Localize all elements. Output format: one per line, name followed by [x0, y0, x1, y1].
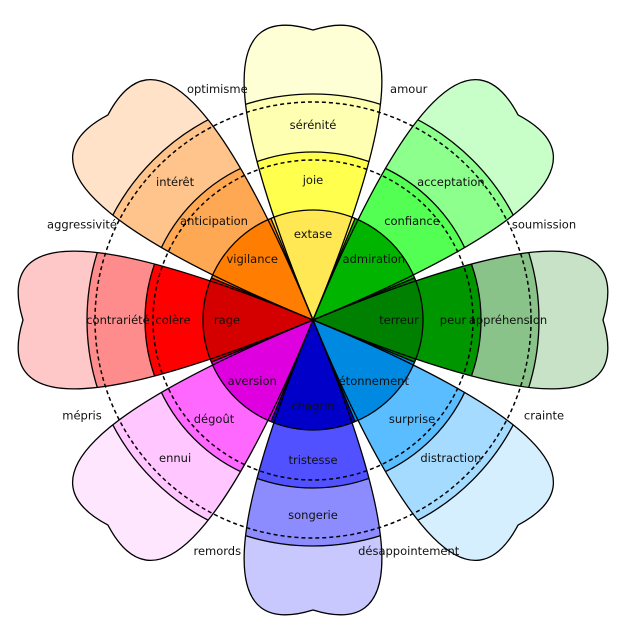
sector-inner	[202, 277, 313, 363]
band-line	[313, 251, 482, 389]
ring-middle	[313, 320, 481, 488]
label-mild: contrariété	[86, 313, 150, 327]
label-intense: vigilance	[226, 252, 277, 266]
label-basic: anticipation	[180, 214, 248, 228]
ring-middle	[145, 320, 313, 488]
petal-outline	[243, 24, 383, 322]
labels: extase joie sérénité admiration confiance acc…	[47, 82, 576, 558]
sector-inner	[270, 320, 356, 430]
label-mild: acceptation	[417, 175, 485, 189]
spoke	[270, 218, 314, 321]
petal-outline	[311, 78, 555, 322]
spoke	[270, 319, 314, 422]
petal-outline	[71, 78, 315, 322]
dyad-label: amour	[390, 82, 428, 96]
spoke	[312, 277, 415, 321]
band-line	[244, 320, 382, 547]
spoke	[211, 277, 314, 321]
petal-tristesse	[244, 320, 382, 615]
band-line	[244, 320, 382, 489]
label-mild: intérêt	[156, 175, 195, 189]
band-line	[313, 251, 540, 389]
petal-outline	[311, 318, 555, 562]
label-intense: aversion	[228, 374, 277, 388]
band-line	[144, 251, 313, 389]
band-line	[244, 151, 382, 320]
outer-dashed-circle	[94, 101, 532, 539]
label-basic: surprise	[389, 412, 435, 426]
label-intense: extase	[294, 227, 332, 241]
label-intense: admiration	[343, 252, 406, 266]
ring-middle	[145, 152, 313, 320]
petal-outline	[71, 318, 315, 562]
sector-inner	[270, 209, 356, 320]
dyad-label: aggressivité	[47, 217, 117, 231]
spoke	[312, 218, 356, 321]
dyad-label: optimisme	[187, 82, 248, 96]
dyad-label: mépris	[62, 409, 102, 423]
petal-outline	[243, 318, 383, 616]
inner-dashed-circle	[152, 159, 474, 481]
petal-peur	[313, 251, 608, 389]
label-mild: appréhension	[469, 313, 547, 327]
label-intense: étonnement	[339, 374, 410, 388]
label-basic: colère	[155, 313, 190, 327]
sector-inner	[313, 320, 415, 422]
dyad-label: désappointement	[358, 544, 460, 558]
label-intense: terreur	[379, 313, 419, 327]
inner-circle	[202, 209, 424, 431]
petal-outline	[311, 250, 609, 390]
petal-joie	[244, 25, 382, 320]
petal-outline	[17, 250, 315, 390]
ring-lines	[202, 209, 424, 431]
petal-colère	[18, 251, 313, 389]
label-basic: tristesse	[288, 453, 337, 467]
spoke	[211, 319, 314, 363]
dashed-circles	[94, 101, 532, 539]
label-basic: confiance	[384, 214, 440, 228]
label-mild: songerie	[288, 508, 338, 522]
ring-middle	[313, 152, 481, 320]
label-basic: joie	[302, 173, 324, 187]
label-intense: chagrin	[291, 399, 334, 413]
sector-inner	[211, 320, 313, 422]
dyad-label: crainte	[524, 409, 564, 423]
label-mild: sérénité	[290, 118, 337, 132]
band-line	[86, 251, 313, 389]
sector-inner	[211, 218, 313, 320]
dyad-label: remords	[193, 544, 241, 558]
dyad-label: soumission	[512, 217, 576, 231]
label-mild: ennui	[159, 451, 191, 465]
label-basic: peur	[440, 313, 467, 327]
band-line	[244, 93, 382, 320]
sector-inner	[313, 218, 415, 320]
label-mild: distraction	[420, 451, 481, 465]
label-intense: rage	[214, 313, 240, 327]
spoke	[312, 319, 356, 422]
petals	[17, 24, 609, 616]
spoke	[312, 319, 415, 363]
label-basic: dégoût	[194, 412, 235, 426]
sector-inner	[313, 277, 423, 363]
